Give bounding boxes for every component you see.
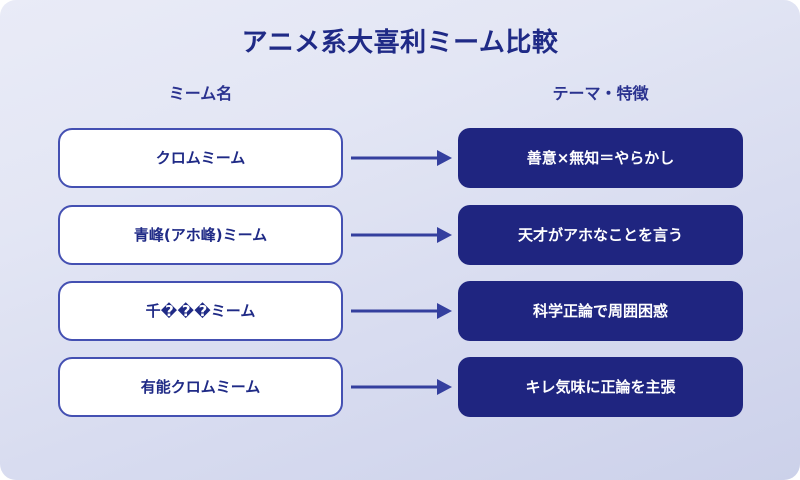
arrow-right-icon <box>351 303 452 319</box>
theme-box[interactable]: 天才がアホなことを言う <box>458 205 743 265</box>
meme-name-box[interactable]: 青峰(アホ峰)ミーム <box>58 205 343 265</box>
arrow-right-icon <box>351 227 452 243</box>
theme-box[interactable]: キレ気味に正論を主張 <box>458 357 743 417</box>
page-title: アニメ系大喜利ミーム比較 <box>241 28 559 58</box>
meme-name-box[interactable]: 千���ミーム <box>58 281 343 341</box>
comparison-row: 青峰(アホ峰)ミーム 天才がアホなことを言う <box>0 205 800 265</box>
meme-name-box[interactable]: 有能クロムミーム <box>58 357 343 417</box>
arrow-right-icon <box>351 379 452 395</box>
comparison-row: クロムミーム 善意×無知＝やらかし <box>0 128 800 188</box>
comparison-row: 有能クロムミーム キレ気味に正論を主張 <box>0 357 800 417</box>
column-header-meme-name: ミーム名 <box>168 84 233 103</box>
comparison-row: 千���ミーム 科学正論で周囲困惑 <box>0 281 800 341</box>
theme-box[interactable]: 科学正論で周囲困惑 <box>458 281 743 341</box>
column-header-theme: テーマ・特徴 <box>552 84 649 103</box>
theme-box[interactable]: 善意×無知＝やらかし <box>458 128 743 188</box>
meme-name-box[interactable]: クロムミーム <box>58 128 343 188</box>
arrow-right-icon <box>351 150 452 166</box>
